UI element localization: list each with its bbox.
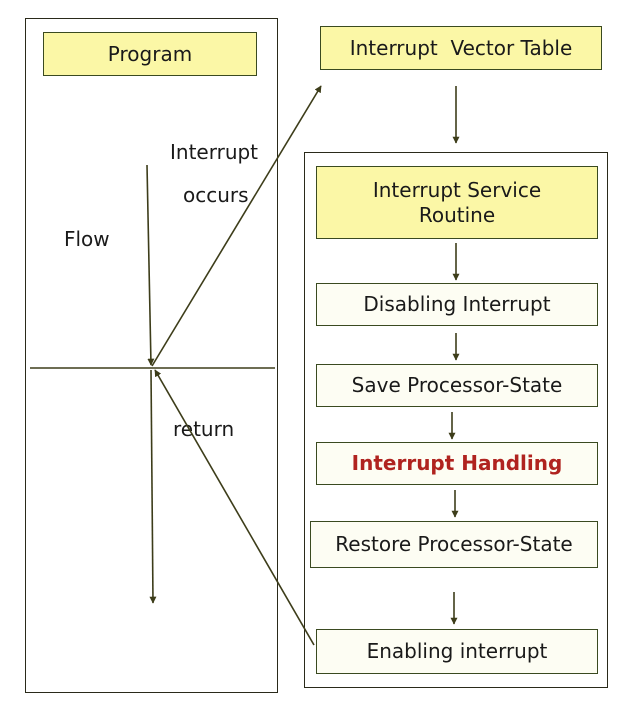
step-label: Save Processor-State	[351, 373, 563, 397]
step-label: Disabling Interrupt	[363, 292, 551, 316]
flow-arrow-upper	[146, 164, 155, 366]
vector-table-title: Interrupt Vector Table	[349, 35, 573, 60]
return-label: return	[173, 417, 235, 441]
step-label: Restore Processor-State	[335, 532, 573, 556]
program-title: Program	[107, 41, 193, 66]
program-box: Program	[43, 32, 257, 76]
step-label: Interrupt Handling	[351, 451, 563, 475]
vector-table-box: Interrupt Vector Table	[320, 26, 602, 70]
step-interrupt-handling: Interrupt Handling	[316, 442, 598, 485]
isr-title: Interrupt Service Routine	[372, 177, 542, 227]
flow-arrow-lower	[149, 369, 157, 604]
step-restore-processor-state: Restore Processor-State	[310, 521, 598, 568]
step-label: Enabling interrupt	[366, 639, 548, 663]
isr-title-box: Interrupt Service Routine	[316, 166, 598, 239]
step-enabling-interrupt: Enabling interrupt	[316, 629, 598, 674]
isr-frame	[304, 152, 608, 688]
return-arrow	[154, 369, 315, 646]
step-save-processor-state: Save Processor-State	[316, 364, 598, 407]
interrupt-label-line2: occurs	[183, 183, 249, 207]
interrupt-jump-arrow	[151, 85, 322, 367]
step-disabling-interrupt: Disabling Interrupt	[316, 283, 598, 326]
interrupt-label-line1: Interrupt	[170, 140, 259, 164]
program-frame	[25, 18, 278, 693]
flow-label: Flow	[64, 227, 110, 251]
